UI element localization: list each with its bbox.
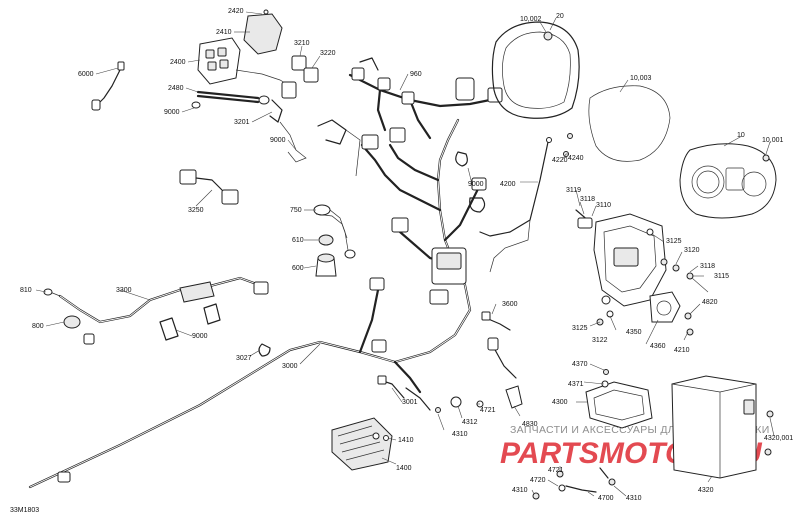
callout-3001: 3001: [402, 399, 418, 406]
bracket-assembly-3110: [575, 209, 694, 336]
ecu-mounting: [585, 369, 774, 479]
voltage-regulator-1400: [331, 417, 393, 471]
callout-9000-c: 9000: [468, 181, 484, 188]
callout-2480: 2480: [168, 85, 184, 92]
small-parts-lower: [258, 311, 616, 500]
leader-lines: [35, 11, 775, 497]
callout-3118-a: 3118: [580, 196, 595, 203]
callout-3120: 3120: [684, 247, 700, 254]
callout-960: 960: [410, 71, 422, 78]
callout-10: 10: [737, 132, 745, 139]
callout-9000-b: 9000: [270, 137, 286, 144]
callout-4371: 4371: [568, 381, 584, 388]
callout-600: 600: [292, 265, 304, 272]
callout-4310-b: 4310: [512, 487, 528, 494]
callout-3250: 3250: [188, 207, 204, 214]
callout-4310-c: 4310: [626, 495, 642, 502]
callout-9000-d: 9000: [192, 333, 208, 340]
callout-3201: 3201: [234, 119, 250, 126]
gauge-lens-10003: [588, 85, 671, 162]
callout-4240: 4240: [568, 155, 584, 162]
callout-750: 750: [290, 207, 302, 214]
callout-20: 20: [556, 13, 564, 20]
callout-3210: 3210: [294, 40, 310, 47]
callout-1400: 1400: [396, 465, 412, 472]
callout-3115: 3115: [714, 273, 729, 280]
callout-4700: 4700: [598, 495, 614, 502]
callout-3125-b: 3125: [572, 325, 588, 332]
callout-4721-b: 4721: [548, 467, 564, 474]
hose-2480: [191, 90, 270, 109]
callout-3125-a: 3125: [666, 238, 682, 245]
callout-labels: 2420 2410 2400 2480 9000 6000 3210 3220 …: [20, 8, 793, 502]
callout-4820: 4820: [702, 299, 718, 306]
callout-610: 610: [292, 237, 304, 244]
callout-4320-001: 4320,001: [764, 435, 793, 442]
harness-960: [348, 57, 503, 140]
connectors-3210-3220: [269, 55, 361, 177]
callout-4360: 4360: [650, 343, 666, 350]
callout-10003: 10,003: [630, 75, 652, 82]
callout-3118-b: 3118: [700, 263, 715, 270]
callout-3220: 3220: [320, 50, 336, 57]
callout-3300: 3300: [116, 287, 132, 294]
ignition-parts: [313, 204, 356, 277]
callout-3110: 3110: [596, 202, 611, 209]
diagram-code: 33M1803: [10, 507, 39, 514]
callout-3027: 3027: [236, 355, 252, 362]
callout-3122: 3122: [592, 337, 608, 344]
callout-4310-a: 4310: [452, 431, 468, 438]
callout-3000: 3000: [282, 363, 298, 370]
part-6000: [91, 61, 125, 111]
callout-3119: 3119: [566, 187, 581, 194]
callout-4220: 4220: [552, 157, 568, 164]
callout-2420: 2420: [228, 8, 244, 15]
cable-4200: [455, 133, 573, 273]
callout-4312: 4312: [462, 419, 478, 426]
callout-4210: 4210: [674, 347, 690, 354]
main-harness-3000: [28, 118, 487, 489]
callout-4320: 4320: [698, 487, 714, 494]
gauge-bezel-10002: [491, 21, 580, 119]
callout-4200: 4200: [500, 181, 516, 188]
callout-2410: 2410: [216, 29, 232, 36]
callout-4300: 4300: [552, 399, 568, 406]
callout-6000: 6000: [78, 71, 94, 78]
callout-4350: 4350: [626, 329, 642, 336]
callout-9000-a: 9000: [164, 109, 180, 116]
callout-4370: 4370: [572, 361, 588, 368]
callout-3600: 3600: [502, 301, 518, 308]
callout-4830: 4830: [522, 421, 538, 428]
harness-3300: [43, 276, 269, 345]
callout-4720: 4720: [530, 477, 546, 484]
callout-1410: 1410: [398, 437, 414, 444]
callout-4721-a: 4721: [480, 407, 496, 414]
gauge-cluster-10: [679, 143, 777, 219]
callout-10001: 10,001: [762, 137, 784, 144]
callout-800: 800: [32, 323, 44, 330]
connector-3250: [179, 169, 239, 205]
callout-810: 810: [20, 287, 32, 294]
left-switch-assembly: [197, 9, 297, 99]
callout-10002: 10,002: [520, 16, 542, 23]
callout-2400: 2400: [170, 59, 186, 66]
